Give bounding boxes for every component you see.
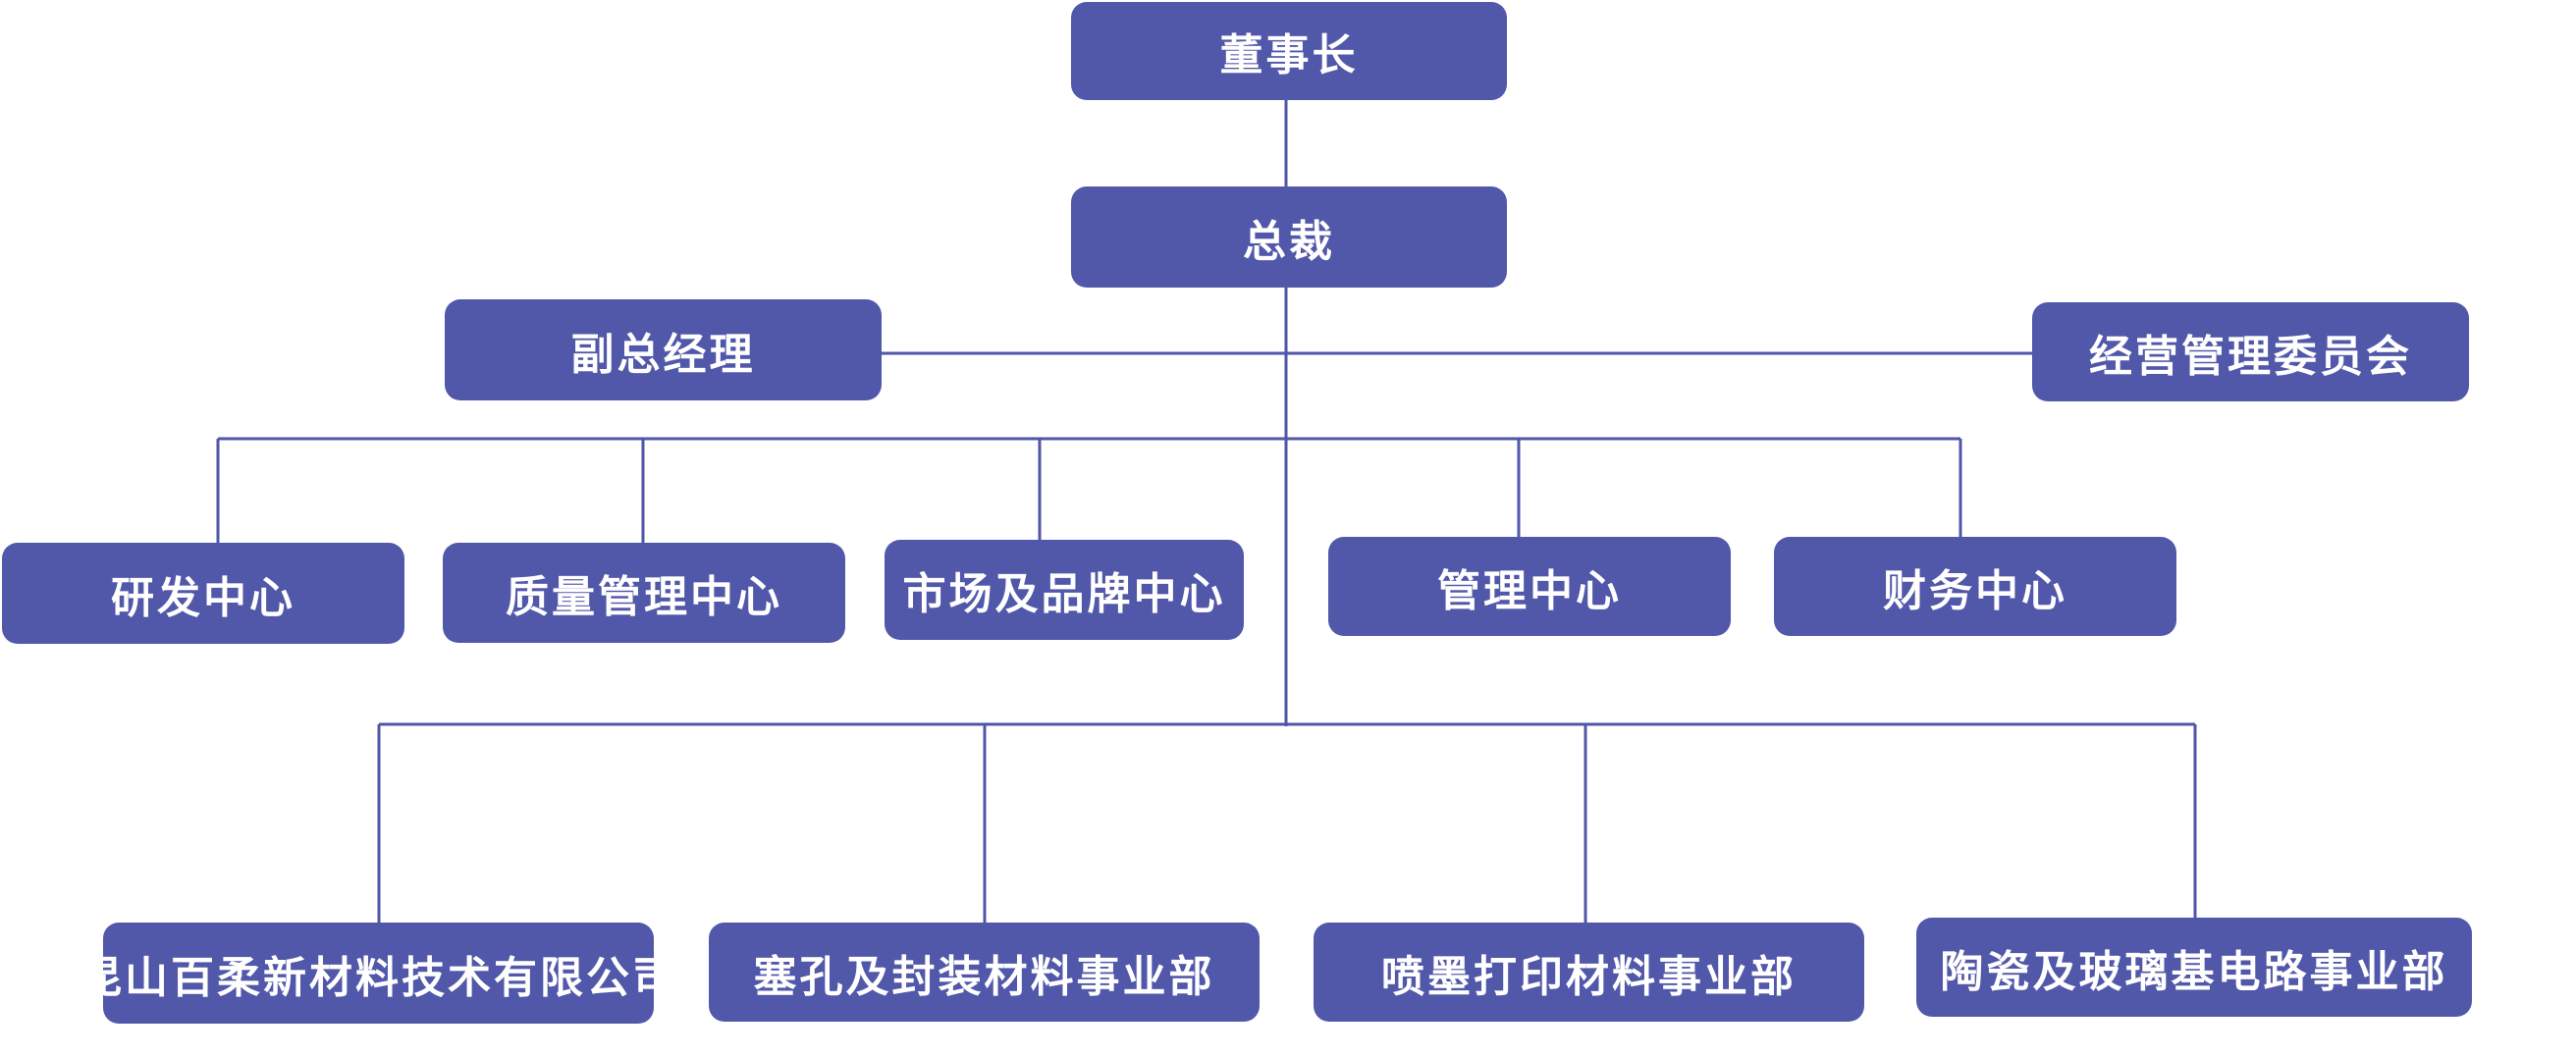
division-inkjet-box: 喷墨打印材料事业部 (1314, 923, 1864, 1022)
center-rd-box: 研发中心 (2, 543, 404, 644)
president-label: 总裁 (1243, 216, 1335, 267)
division-plugging-box: 塞孔及封装材料事业部 (709, 923, 1260, 1022)
vice-general-manager-label: 副总经理 (570, 329, 756, 380)
center-label: 财务中心 (1883, 565, 2067, 616)
division-label: 喷墨打印材料事业部 (1381, 951, 1797, 1002)
management-committee-label: 经营管理委员会 (2089, 331, 2412, 382)
center-label: 管理中心 (1437, 565, 1622, 616)
chairman-box: 董事长 (1071, 2, 1507, 100)
division-ceramic-glass-box: 陶瓷及玻璃基电路事业部 (1916, 918, 2472, 1017)
vice-general-manager-box: 副总经理 (445, 299, 882, 400)
center-label: 质量管理中心 (506, 572, 782, 622)
division-label: 塞孔及封装材料事业部 (753, 951, 1215, 1002)
division-label: 陶瓷及玻璃基电路事业部 (1940, 946, 2448, 997)
division-kunshan-box: 昆山百柔新材料技术有限公司 (79, 923, 675, 1024)
president-box: 总裁 (1071, 186, 1507, 288)
management-committee-box: 经营管理委员会 (2032, 302, 2469, 401)
center-marketing-box: 市场及品牌中心 (885, 540, 1244, 640)
center-quality-box: 质量管理中心 (443, 543, 845, 643)
center-finance-box: 财务中心 (1774, 537, 2176, 636)
center-label: 研发中心 (111, 572, 295, 623)
center-label: 市场及品牌中心 (902, 569, 1226, 619)
division-label: 昆山百柔新材料技术有限公司 (79, 952, 678, 1003)
chairman-label: 董事长 (1219, 30, 1359, 80)
center-management-box: 管理中心 (1328, 537, 1731, 636)
